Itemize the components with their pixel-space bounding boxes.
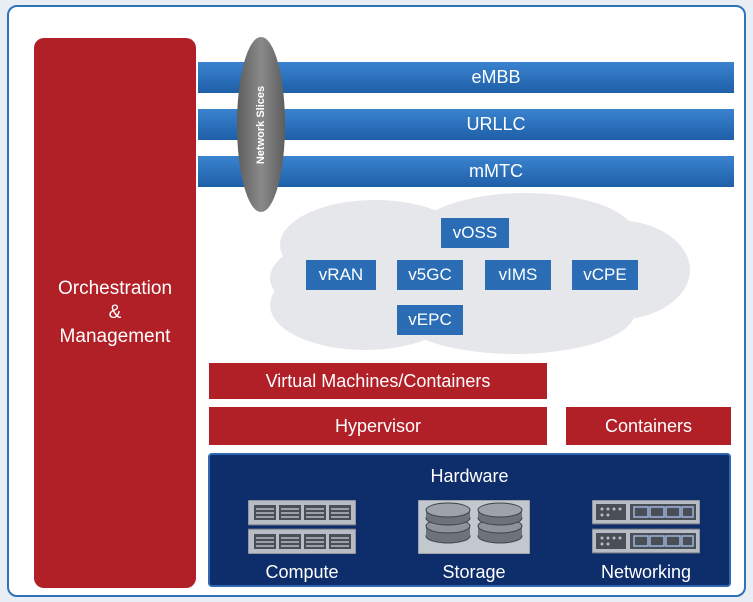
slice-urllc: URLLC bbox=[198, 109, 734, 140]
slice-urllc-label: URLLC bbox=[466, 114, 526, 134]
hypervisor-block: Hypervisor bbox=[209, 407, 547, 445]
vnf-vcpe: vCPE bbox=[572, 260, 638, 290]
ampersand-label: & bbox=[108, 302, 122, 323]
slice-embb-label: eMBB bbox=[471, 67, 521, 87]
slice-embb: eMBB bbox=[198, 62, 734, 93]
virtual-machines-containers-block: Virtual Machines/Containers bbox=[209, 363, 547, 399]
server-icon bbox=[248, 500, 356, 554]
vnf-vran: vRAN bbox=[306, 260, 376, 290]
vnf-v5gc: v5GC bbox=[397, 260, 463, 290]
storage-label: Storage bbox=[442, 562, 506, 582]
slice-mmtc: mMTC bbox=[198, 156, 734, 187]
management-label: Management bbox=[59, 326, 171, 347]
network-slices-ellipse: Network Slices bbox=[237, 37, 285, 212]
vnf-voss: vOSS bbox=[441, 218, 509, 248]
compute-label: Compute bbox=[265, 562, 339, 582]
hardware-title: Hardware bbox=[430, 466, 509, 486]
networking-label: Networking bbox=[600, 562, 692, 582]
orchestration-label: Orchestration bbox=[57, 278, 173, 299]
network-switch-icon bbox=[592, 500, 700, 554]
orchestration-management-block: Orchestration & Management bbox=[34, 38, 196, 588]
storage-icon bbox=[418, 500, 530, 554]
vnf-vepc: vEPC bbox=[397, 305, 463, 335]
slice-mmtc-label: mMTC bbox=[469, 161, 523, 181]
vnf-vims: vIMS bbox=[485, 260, 551, 290]
network-slices-label: Network Slices bbox=[255, 85, 268, 164]
containers-block: Containers bbox=[566, 407, 731, 445]
